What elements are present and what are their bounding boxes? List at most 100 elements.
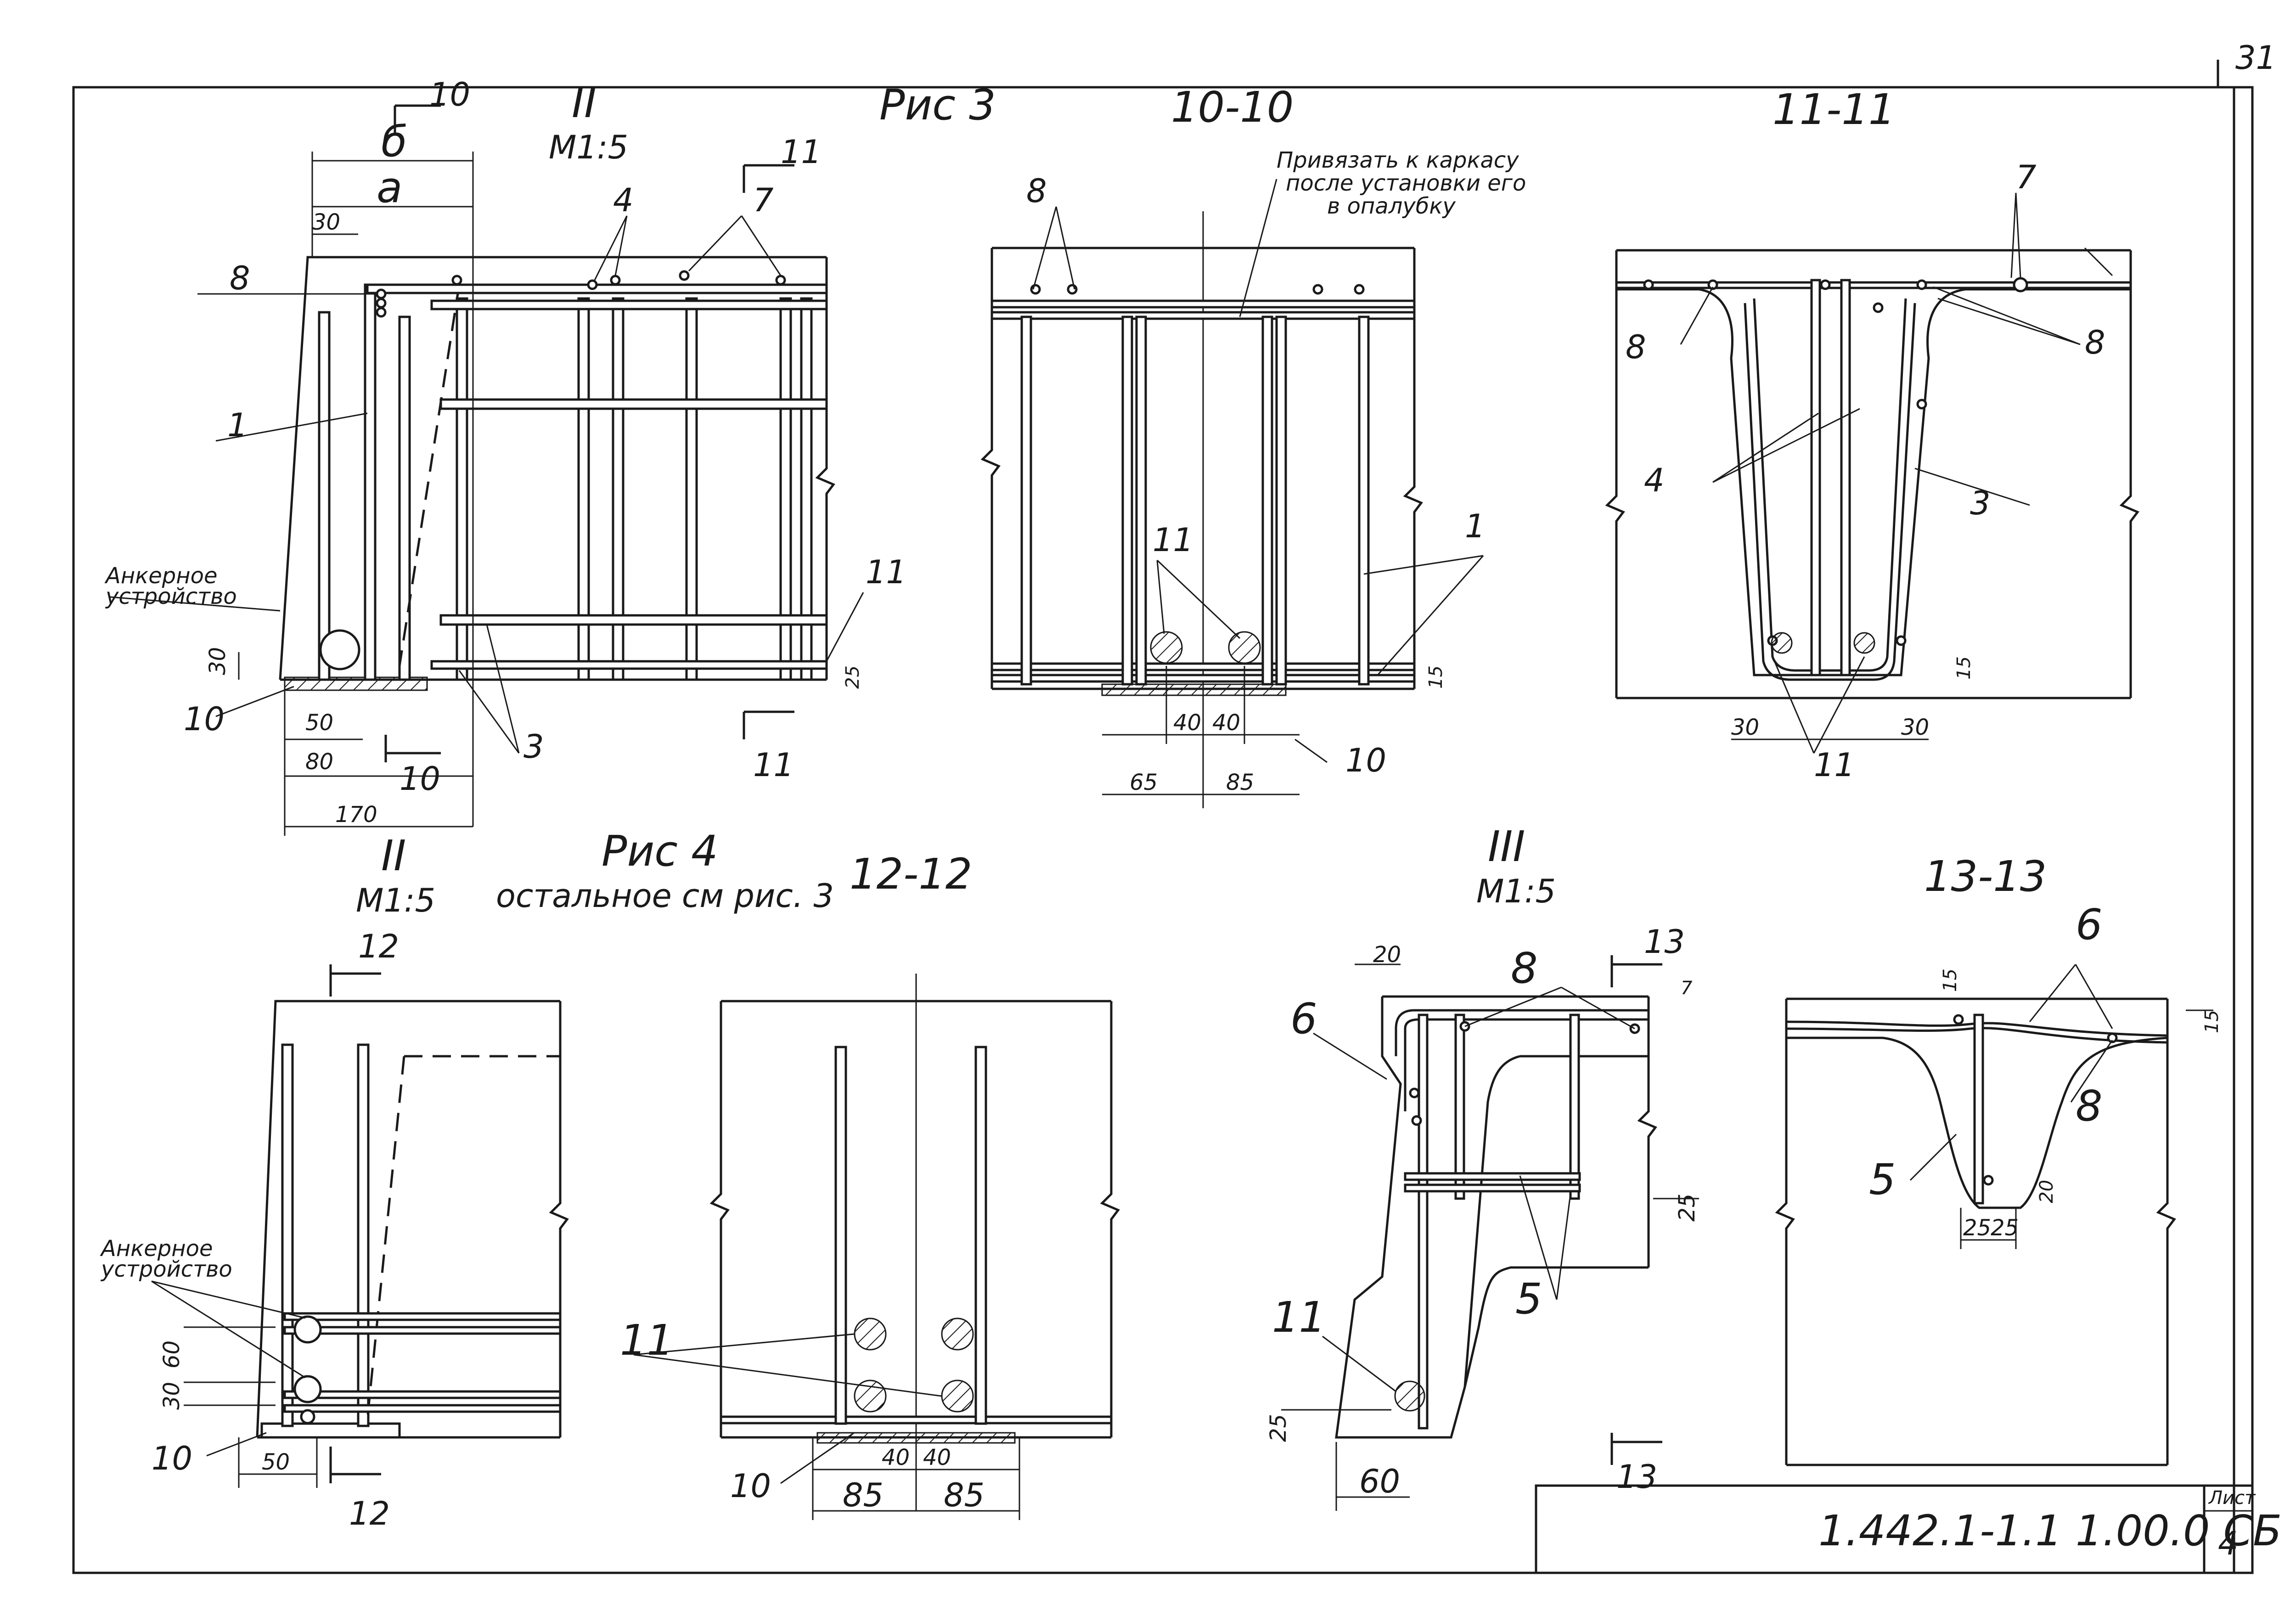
fig3-callout-4: 4 xyxy=(613,181,634,219)
view-III-cut-mark-13-bottom: 13 xyxy=(1616,1458,1657,1496)
page-number: 31 xyxy=(2235,39,2276,77)
fig3-dim-50: 50 xyxy=(305,710,333,736)
fig4-title: Рис 4 xyxy=(602,827,718,876)
sheet-number: 4 xyxy=(2218,1525,2239,1562)
view-III-scale: М1:5 xyxy=(1476,873,1556,910)
fig3-callout-8: 8 xyxy=(230,259,250,297)
s10-callout-8: 8 xyxy=(1026,172,1047,210)
fig3-view-II-scale: М1:5 xyxy=(549,129,628,166)
fig3-callout-11: 11 xyxy=(866,553,906,591)
fig3-note-line-2: после установки его xyxy=(1286,170,1526,196)
fig3-section-10-10 xyxy=(980,179,1484,808)
fig3-anchor-label-2: устройство xyxy=(105,584,237,609)
fig3-note-line-1: Привязать к каркасу xyxy=(1277,147,1519,173)
view-III-callout-11: 11 xyxy=(1272,1293,1326,1342)
fig4-dim-60: 60 xyxy=(159,1340,185,1368)
s12-dim-85-left: 85 xyxy=(843,1476,884,1514)
view-III-callout-5: 5 xyxy=(1515,1274,1542,1323)
s11-callout-8-left: 8 xyxy=(1626,328,1646,366)
view-III xyxy=(1281,955,1699,1511)
fig3-section-11-11 xyxy=(1605,192,2139,754)
view-III-roman: III xyxy=(1488,822,1525,871)
section-13-title: 13-13 xyxy=(1924,852,2047,901)
drawing-designation: 1.442.1-1.1 1.00.0 СБ xyxy=(1818,1506,2282,1555)
s11-callout-11: 11 xyxy=(1814,746,1855,784)
view-III-dim-7: 7 xyxy=(1681,978,1693,999)
s10-dim-40-left: 40 xyxy=(1173,710,1201,736)
fig3-callout-1: 1 xyxy=(227,406,248,444)
fig4-cut-mark-12-top: 12 xyxy=(358,928,399,965)
fig3-dim-25: 25 xyxy=(842,665,863,689)
s11-callout-7: 7 xyxy=(2016,158,2037,196)
fig3-dim-a: а xyxy=(377,163,402,212)
drawing-frame xyxy=(72,60,2254,1574)
s11-dim-30-left: 30 xyxy=(1731,715,1759,740)
view-III-callout-6: 6 xyxy=(1290,994,1317,1043)
fig4-section-12-12 xyxy=(633,974,1120,1520)
fig3-section-11-title: 11-11 xyxy=(1773,85,1895,134)
s12-callout-10: 10 xyxy=(730,1467,771,1505)
fig4-callout-11: 11 xyxy=(620,1316,674,1365)
s11-callout-8-right: 8 xyxy=(2085,324,2105,361)
s12-dim-40-right: 40 xyxy=(923,1445,951,1470)
s13-dim-20: 20 xyxy=(2036,1180,2057,1203)
s12-dim-40-left: 40 xyxy=(882,1445,910,1470)
s11-callout-3: 3 xyxy=(1970,484,1991,522)
fig4-anchor-label-2: устройство xyxy=(100,1256,232,1282)
fig3-dim-30-top: 30 xyxy=(312,209,340,235)
fig4-subtitle: остальное см рис. 3 xyxy=(496,877,834,915)
view-III-cut-mark-13-top: 13 xyxy=(1644,923,1685,961)
fig3-dim-170: 170 xyxy=(335,802,377,828)
fig3-dim-b: б xyxy=(381,117,407,166)
fig3-title: Рис 3 xyxy=(879,80,996,130)
s10-dim-85: 85 xyxy=(1226,770,1254,795)
view-III-dim-60: 60 xyxy=(1359,1463,1400,1500)
fig3-note-line-3: в опалубку xyxy=(1327,193,1456,219)
fig3-view-II-roman: II xyxy=(572,78,597,127)
fig3-section-10-title: 10-10 xyxy=(1171,83,1294,132)
fig4-view-II-scale: М1:5 xyxy=(356,882,435,919)
view-III-callout-8: 8 xyxy=(1511,944,1538,993)
fig3-dim-80: 80 xyxy=(305,749,333,775)
fig4-cut-mark-12-bottom: 12 xyxy=(349,1495,390,1532)
view-III-dim-25-right: 25 xyxy=(1674,1194,1700,1222)
fig4-view-II xyxy=(151,964,569,1488)
s11-dim-15: 15 xyxy=(1953,656,1975,680)
s13-callout-8: 8 xyxy=(2076,1081,2103,1131)
s13-dim-15-right: 15 xyxy=(2201,1010,2223,1033)
s13-callout-6: 6 xyxy=(2076,900,2103,949)
s13-dim-25-right: 25 xyxy=(1991,1215,2019,1241)
fig3-view-II xyxy=(110,104,864,836)
fig4-view-II-roman: II xyxy=(381,831,406,880)
s11-dim-30-right: 30 xyxy=(1901,715,1929,740)
s13-callout-5: 5 xyxy=(1869,1155,1896,1204)
sheet-label: Лист xyxy=(2208,1487,2256,1509)
fig3-callout-10: 10 xyxy=(184,700,225,738)
s10-cut-mark-10: 10 xyxy=(1345,742,1386,779)
s10-callout-11: 11 xyxy=(1153,521,1193,559)
fig3-callout-3: 3 xyxy=(523,728,544,766)
view-III-dim-25-left: 25 xyxy=(1266,1414,1291,1442)
fig4-anchor-label-1: Анкерное xyxy=(100,1236,213,1261)
s10-callout-1: 1 xyxy=(1465,507,1486,545)
title-block xyxy=(1535,1484,2254,1574)
fig3-cut-mark-11-top: 11 xyxy=(781,133,822,171)
s13-dim-25-left: 25 xyxy=(1963,1215,1991,1241)
fig3-cut-mark-10-bottom: 10 xyxy=(400,760,440,798)
view-III-dim-20: 20 xyxy=(1373,942,1401,968)
fig3-callout-7: 7 xyxy=(753,181,774,219)
fig3-cut-mark-11-bottom: 11 xyxy=(753,746,794,784)
s10-dim-40-right: 40 xyxy=(1212,710,1240,736)
s10-dim-65: 65 xyxy=(1130,770,1158,795)
fig4-section-12-title: 12-12 xyxy=(850,850,972,899)
fig4-callout-10: 10 xyxy=(152,1440,192,1477)
fig3-anchor-label-1: Анкерное xyxy=(104,563,218,589)
fig3-dim-30-side: 30 xyxy=(205,647,231,675)
s11-callout-4: 4 xyxy=(1644,462,1665,499)
s12-dim-85-right: 85 xyxy=(944,1476,985,1514)
s13-dim-15-top: 15 xyxy=(1940,969,1961,992)
fig4-dim-30: 30 xyxy=(159,1382,185,1410)
section-13-13 xyxy=(1775,964,2213,1466)
s10-dim-15: 15 xyxy=(1425,665,1446,689)
